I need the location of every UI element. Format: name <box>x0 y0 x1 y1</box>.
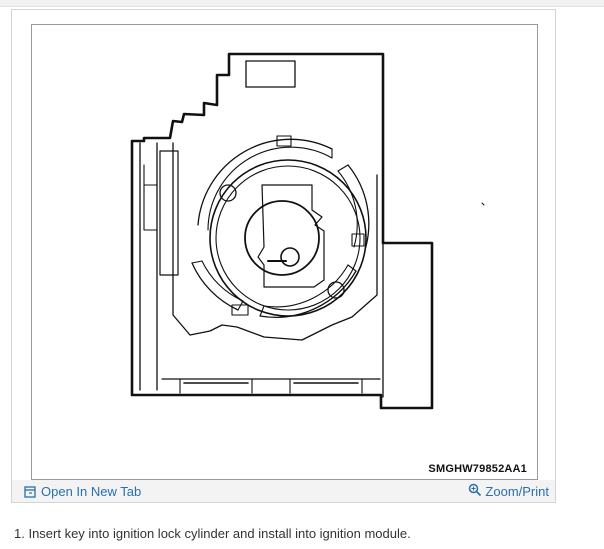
diagram-image[interactable]: SMGHW79852AA1 <box>31 24 538 480</box>
zoom-print-link[interactable]: Zoom/Print <box>468 483 549 499</box>
open-in-new-tab-label: Open In New Tab <box>41 484 142 499</box>
figure-code: SMGHW79852AA1 <box>428 463 527 475</box>
open-new-tab-icon <box>24 485 36 498</box>
step-instruction: 1. Insert key into ignition lock cylinde… <box>14 526 411 541</box>
open-in-new-tab-link[interactable]: Open In New Tab <box>24 484 141 499</box>
zoom-icon <box>469 483 482 497</box>
figure-toolbar: Open In New Tab Zoom/Print <box>12 480 555 502</box>
zoom-print-label: Zoom/Print <box>485 484 549 499</box>
ignition-module-drawing <box>130 52 485 410</box>
top-divider <box>0 0 604 7</box>
figure-card: SMGHW79852AA1 Open In New Tab Zoom/Print <box>11 9 556 503</box>
